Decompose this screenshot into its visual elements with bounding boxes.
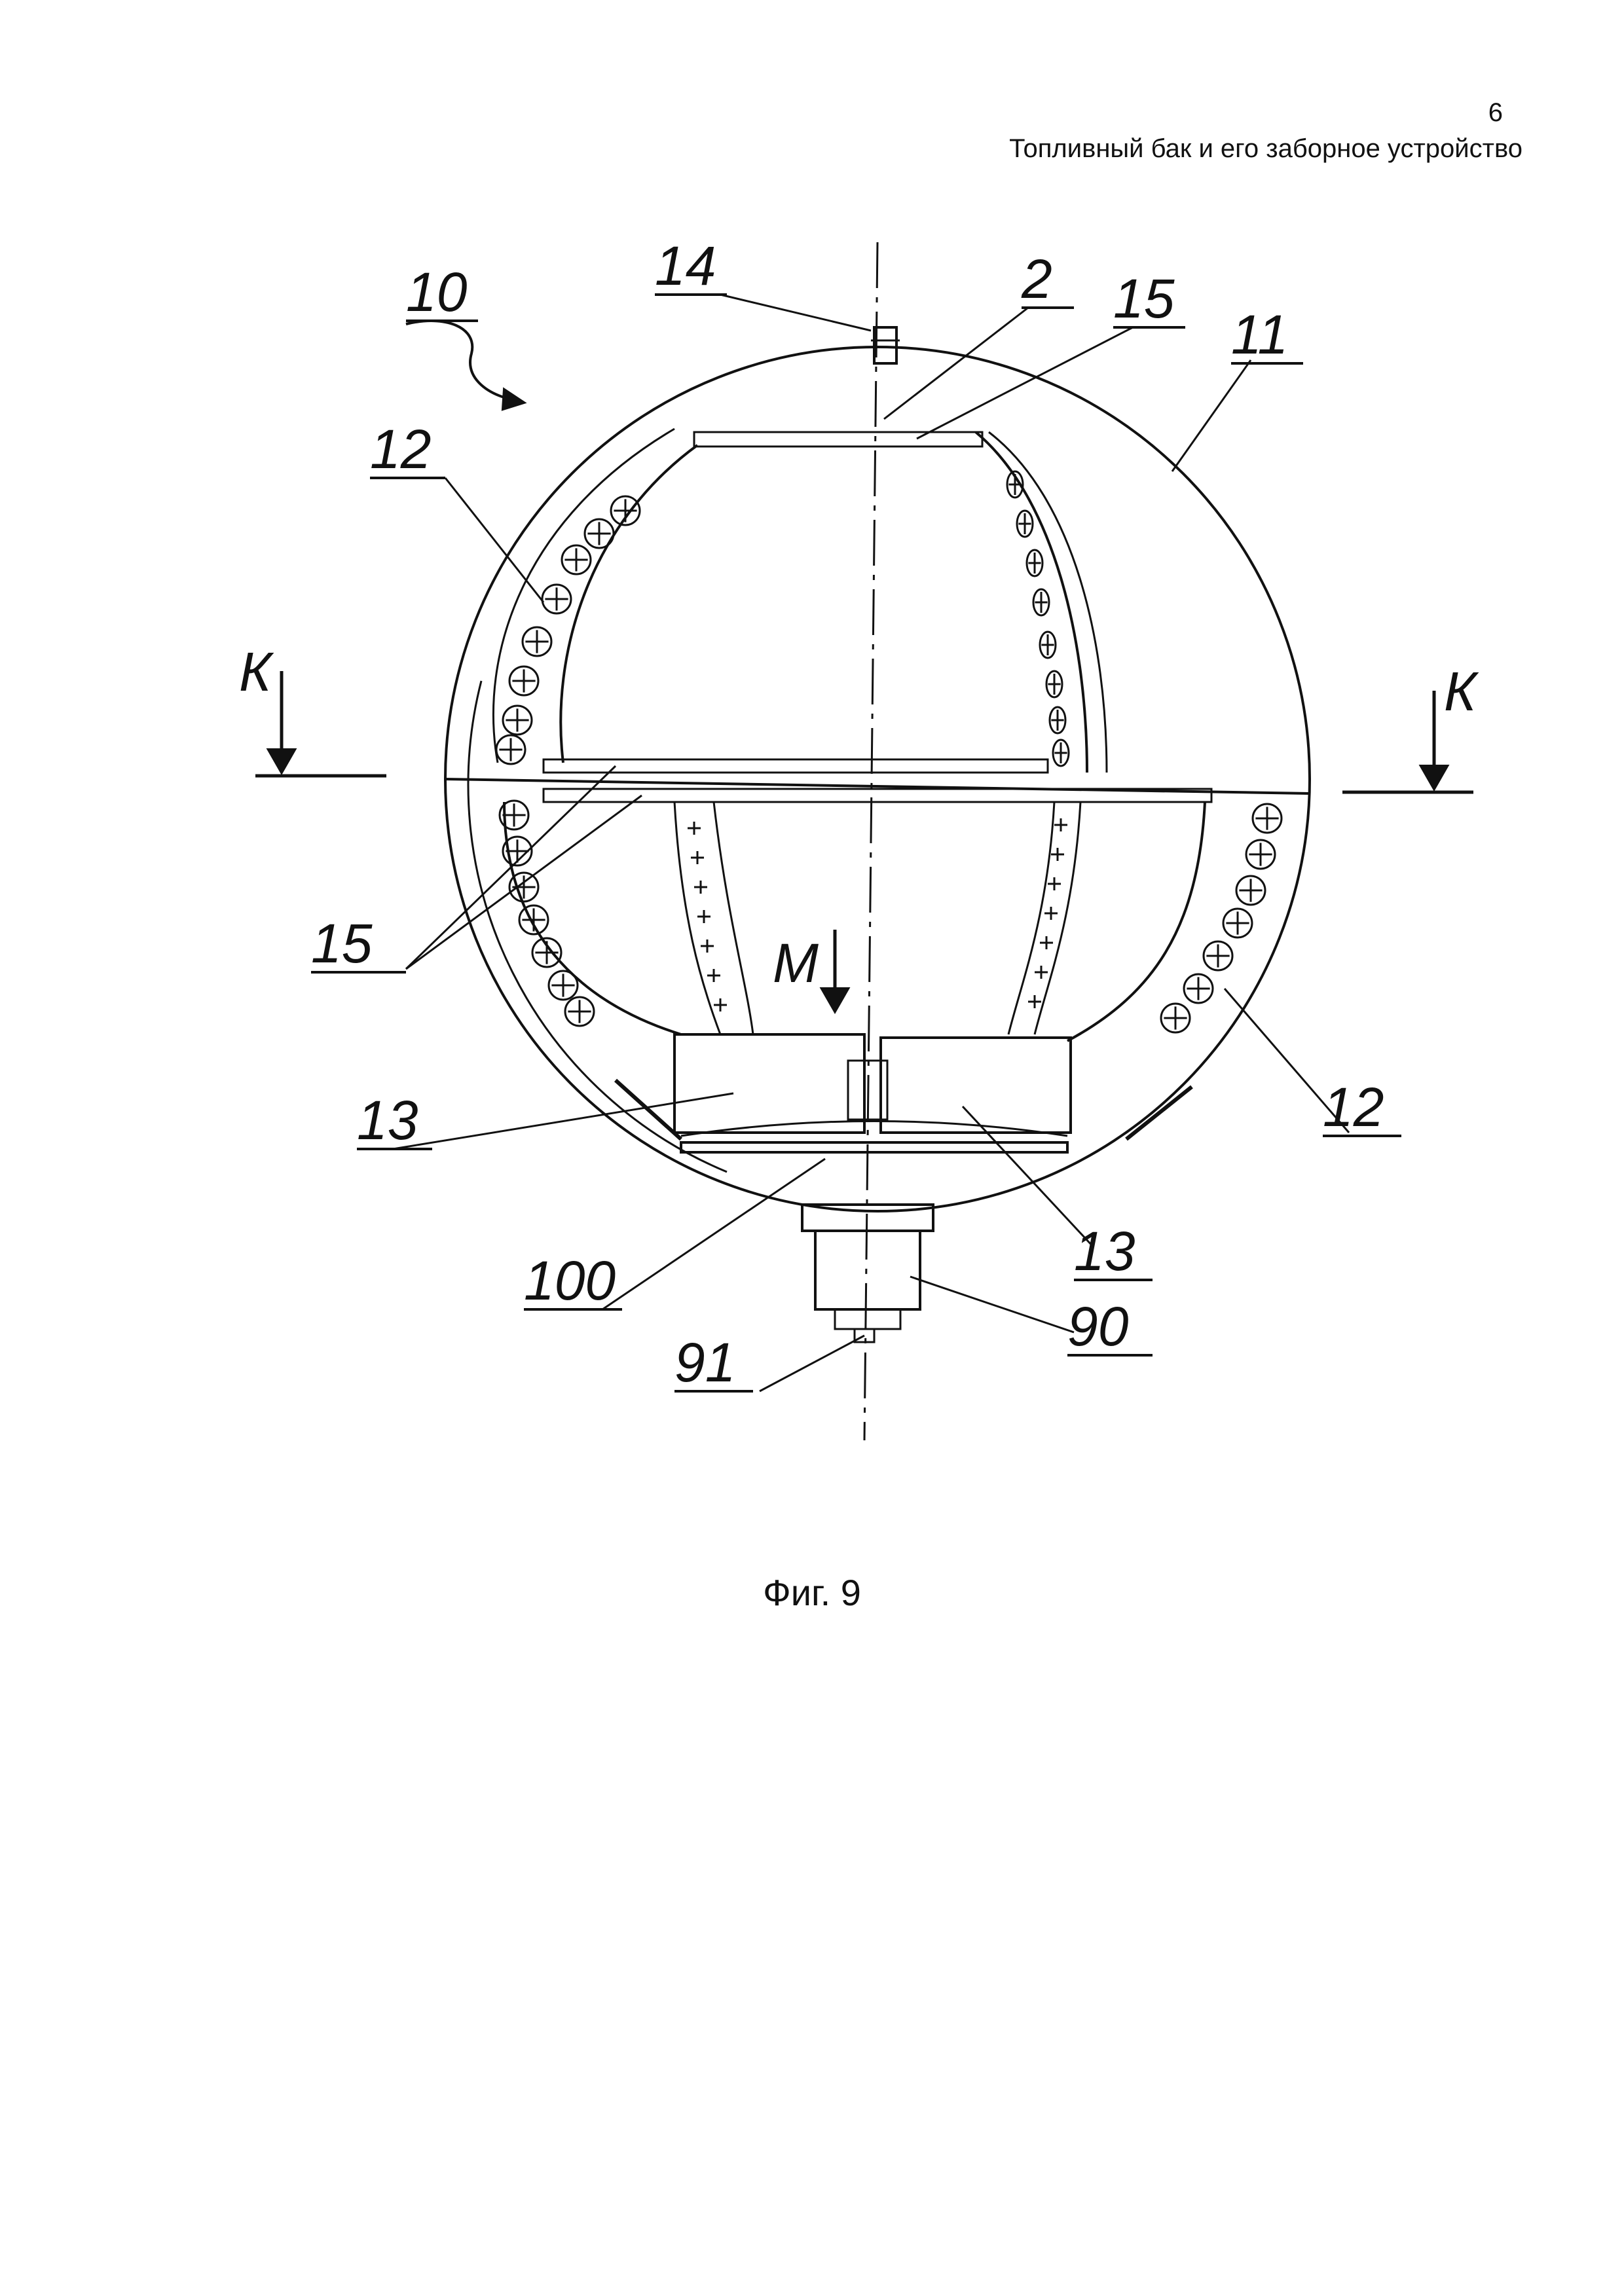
perforation-hole xyxy=(1039,630,1057,659)
label-plug: 91 xyxy=(674,1332,735,1393)
label-outlet: 90 xyxy=(1067,1296,1129,1357)
channel-lower-left xyxy=(503,801,682,1036)
drain-plug xyxy=(853,1328,876,1343)
label-struts-middle: 15 xyxy=(311,913,373,974)
label-channel-left: 12 xyxy=(370,418,431,480)
perforation-hole xyxy=(1235,875,1266,906)
label-channel-right: 12 xyxy=(1323,1076,1384,1138)
channel-lower-right xyxy=(1067,801,1206,1042)
label-assembly: 10 xyxy=(406,261,468,323)
perforation-hole xyxy=(521,626,553,657)
perforation-hole xyxy=(531,937,563,968)
label-view-arrow: М xyxy=(773,932,819,994)
channel-upper-right xyxy=(974,431,1088,773)
perforation-hole xyxy=(1183,973,1214,1004)
tank-shell-inner xyxy=(467,680,728,1173)
label-strut-top: 15 xyxy=(1113,268,1175,329)
axis-line xyxy=(863,242,879,1441)
perforation-hole xyxy=(495,734,526,765)
perforation-hole xyxy=(508,871,540,903)
collector-plate xyxy=(680,1141,1069,1154)
perforation-hole xyxy=(1045,670,1063,699)
perforation-hole xyxy=(1160,1002,1191,1034)
perforation-hole xyxy=(1202,940,1234,972)
strut-middle-lower xyxy=(542,788,1213,803)
equator-seam xyxy=(445,778,1310,795)
label-section-right: К xyxy=(1444,661,1479,722)
perforation-hole xyxy=(1251,803,1283,834)
perforation-hole xyxy=(610,495,641,526)
perforation-hole xyxy=(1016,509,1034,538)
strut-top xyxy=(693,431,984,448)
perforation-hole xyxy=(1245,839,1276,870)
intake-box-left xyxy=(673,1033,866,1134)
perforation-hole xyxy=(583,518,615,549)
perforation-hole xyxy=(1048,706,1067,735)
label-axis: 2 xyxy=(1021,248,1052,310)
perforation-hole xyxy=(1032,588,1050,617)
label-box-right: 13 xyxy=(1074,1220,1135,1282)
perforation-hole xyxy=(502,835,533,867)
perforation-hole xyxy=(1052,738,1070,767)
perforation-hole xyxy=(547,970,579,1001)
label-shell: 11 xyxy=(1231,304,1288,365)
page-header-title: Топливный бак и его заборное устройство xyxy=(1009,134,1522,163)
page-number: 6 xyxy=(1488,98,1503,127)
channel-upper-left xyxy=(559,444,699,763)
perforation-hole xyxy=(1025,549,1044,577)
label-collector: 100 xyxy=(524,1250,616,1311)
label-box-left: 13 xyxy=(357,1089,418,1151)
label-section-left: К xyxy=(239,641,274,702)
perforation-hole xyxy=(561,544,592,575)
inlet-pipe xyxy=(873,326,898,365)
intake-box-right xyxy=(879,1036,1072,1134)
tank-shell xyxy=(444,346,1311,1212)
strut-middle-upper xyxy=(542,758,1049,774)
perforation-hole xyxy=(498,799,530,831)
perforation-hole xyxy=(502,704,533,736)
perforation-hole xyxy=(541,583,572,615)
perforation-hole xyxy=(1222,907,1253,939)
figure-caption: Фиг. 9 xyxy=(763,1572,861,1613)
perforation-hole xyxy=(518,904,549,936)
perforation-hole xyxy=(508,665,540,697)
perforation-hole xyxy=(1006,470,1024,499)
label-inlet-pipe: 14 xyxy=(655,235,716,297)
perforation-hole xyxy=(564,996,595,1027)
